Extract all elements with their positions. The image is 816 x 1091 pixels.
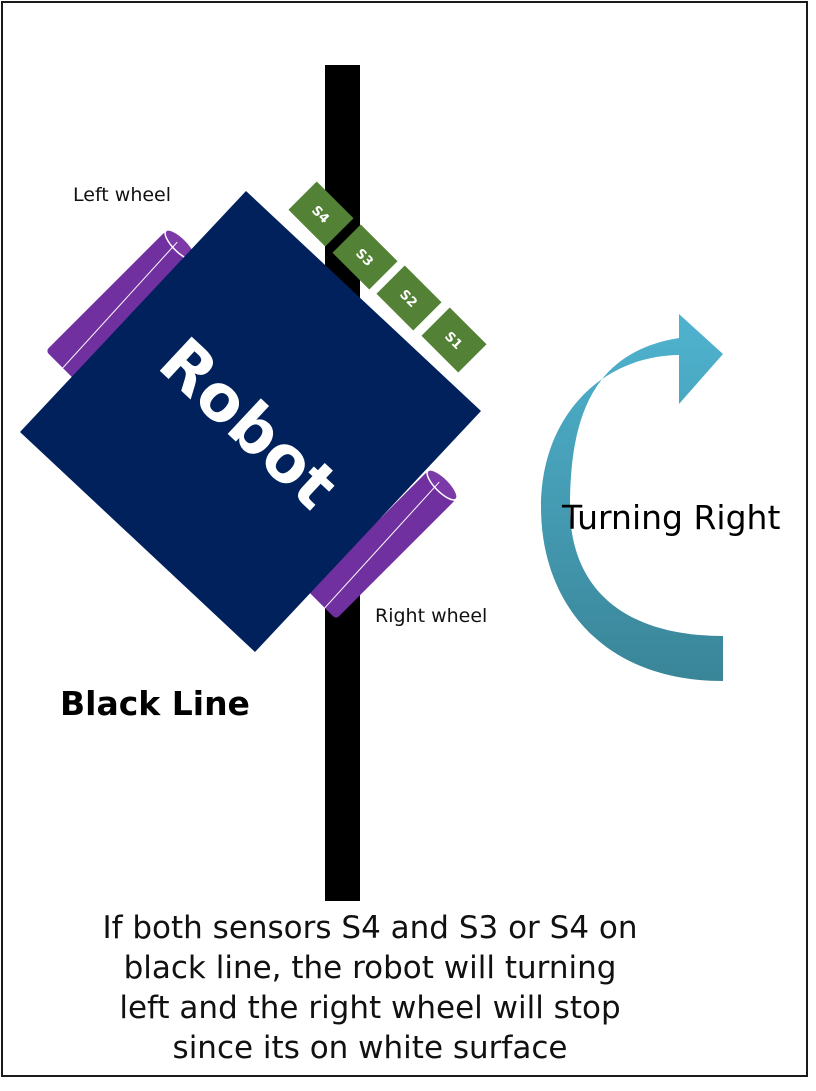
right-wheel-label: Right wheel	[375, 605, 487, 627]
diagram-frame	[1, 1, 808, 1077]
explanation-caption: If both sensors S4 and S3 or S4 on black…	[102, 910, 638, 1066]
robot-body	[20, 191, 481, 652]
sensor-s1: S1	[421, 307, 487, 373]
sensor-s3: S3	[332, 224, 398, 290]
black-line-label: Black Line	[60, 684, 250, 723]
left-wheel-label: Left wheel	[73, 184, 171, 206]
turning-right-label: Turning Right	[561, 498, 780, 537]
sensor-s4: S4	[288, 181, 354, 247]
left-wheel	[47, 229, 196, 378]
turning-arrow-icon	[541, 314, 723, 681]
right-wheel	[309, 469, 458, 618]
sensor-s2: S2	[376, 265, 442, 331]
